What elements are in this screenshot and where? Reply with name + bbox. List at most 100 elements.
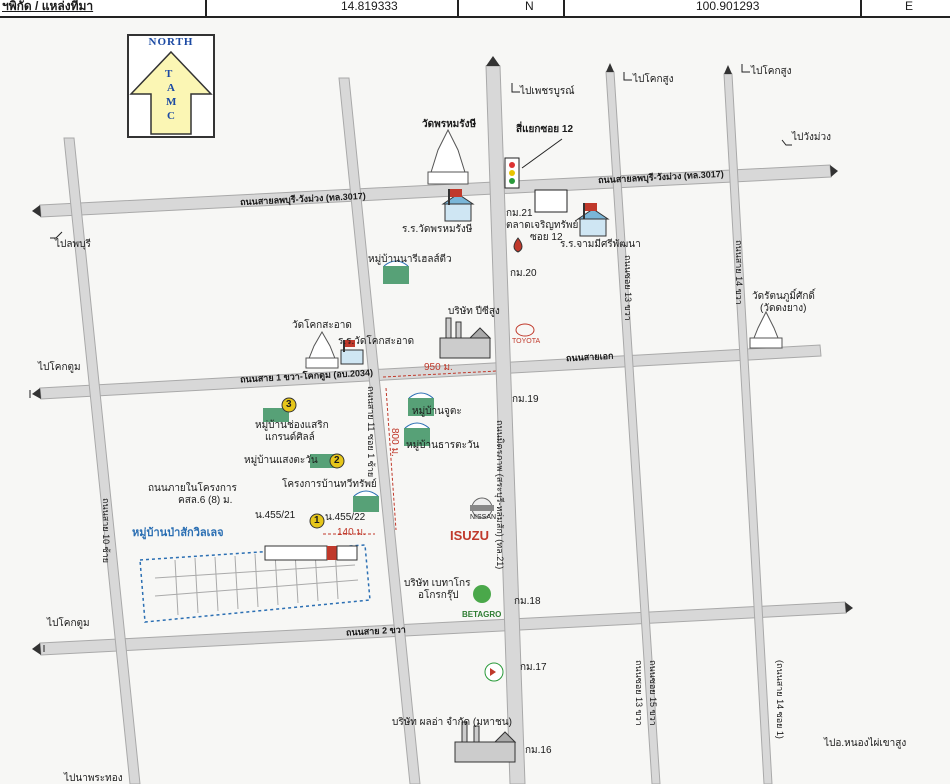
road-sai-2-khwa — [39, 601, 847, 656]
place-label: ร.ร.วัดพรหมรังษี — [402, 224, 473, 235]
leader-wangmuang — [781, 139, 792, 146]
road-label: ถนนซอย 13 ขวา — [634, 660, 644, 726]
location-map — [29, 56, 853, 784]
arrow-up-b — [724, 65, 732, 74]
estate-label: หมู่บ้านป่าสักวิลเลจ — [132, 527, 224, 539]
north-letter: M — [166, 96, 177, 108]
road-label: ถนนสาย 11 ซอย 1 ซ้าย — [366, 386, 376, 478]
plot-label: น.455/22 — [325, 512, 366, 523]
leader-khoksung1 — [623, 72, 632, 81]
village-icon-chong — [263, 408, 289, 422]
header-divider — [860, 0, 862, 16]
gas-station-icon — [513, 237, 523, 253]
marker-number: 1 — [314, 515, 320, 526]
place-label: โครงการบ้านทวีทรัพย์ — [282, 479, 377, 490]
north-label: NORTH — [148, 36, 194, 48]
distance-label: 950 ม. — [424, 362, 453, 373]
road-label: ถนนซอย 13 ขวา — [623, 255, 633, 321]
nissan-logo — [470, 497, 494, 519]
place-label: บริษัท ปีซีสูง — [448, 306, 500, 317]
direction-label: ไปวังม่วง — [792, 132, 831, 143]
direction-label: ไปลพบุรี — [55, 239, 91, 250]
brand-label: TOYOTA — [512, 338, 541, 345]
factory-icon-bottom — [454, 721, 517, 763]
km-marker: กม.19 — [512, 394, 539, 405]
arrow-left-top — [32, 205, 41, 217]
place-label: ร.ร.จามมีศรีพัฒนา — [560, 239, 641, 250]
coordinate-header: ฯพิกัด / แหล่งที่มา 14.819333 N 100.9012… — [0, 0, 950, 18]
traffic-light-icon — [504, 157, 520, 189]
arrow-left-mid — [32, 388, 41, 399]
betagro-logo — [473, 585, 491, 603]
village-icon-tawan — [404, 422, 430, 446]
place-label: ซอย 12 — [530, 232, 563, 243]
direction-label: ไปนาพระทอง — [64, 773, 123, 784]
place-label: หมู่บ้านช่องแสริก — [255, 420, 329, 431]
place-label: วัดโคกสะอาด — [292, 320, 352, 331]
direction-label: ไปโคกตูม — [47, 618, 90, 629]
distance-lines — [323, 370, 498, 535]
north-letter: T — [165, 68, 173, 80]
direction-label: ไปโคกตูม — [38, 362, 81, 373]
north-arrow: NORTH T A M C — [127, 34, 215, 138]
km-marker: กม.16 — [525, 745, 552, 756]
temple-icon-right — [749, 310, 783, 349]
arrow-right-top — [830, 165, 838, 177]
arrow-up-main — [486, 56, 500, 66]
place-label: (วัดดงยาง) — [760, 303, 807, 314]
brand-label: BETAGRO — [462, 610, 502, 619]
place-label: แกรนด์ศิลล์ — [265, 432, 315, 443]
temple-icon-phrom — [427, 128, 469, 185]
arrow-right-bottom — [845, 602, 853, 613]
village-icon-naree — [383, 260, 409, 284]
arrow-left-bottom — [32, 643, 41, 655]
factory-icon-ceesoo — [439, 317, 492, 359]
place-label: วัดพรหมรังษี — [422, 119, 477, 130]
place-label: หมู่บ้านนารีเฮลส์ตีว — [368, 254, 452, 265]
direction-arrows — [32, 56, 853, 655]
latitude-value: 14.819333 — [341, 0, 398, 13]
village-icon-sang — [310, 454, 336, 468]
toyota-logo — [515, 323, 535, 337]
place-label: วัดรัตนภูมิ์ศักดิ์ — [752, 291, 815, 302]
leader-phetchabun — [511, 83, 520, 93]
distance-label: 140 ม. — [337, 527, 366, 538]
north-letter: A — [167, 82, 175, 94]
km-marker: กม.17 — [520, 662, 547, 673]
place-label: คสล.6 (8) ม. — [178, 495, 233, 506]
leader-lopburi — [50, 231, 63, 239]
pt-station-logo — [484, 662, 504, 682]
direction-label: ไปโคกสูง — [751, 66, 792, 77]
temple-icon-khok — [305, 330, 339, 369]
place-label: ตลาดเจริญทรัพย์ — [506, 220, 579, 231]
place-label: ร.ร.วัดโคกสะอาด — [338, 336, 415, 347]
road-label: ถนนสาย 14 ขวา — [734, 240, 744, 305]
marker-number: 2 — [334, 455, 340, 466]
place-label: หมู่บ้านจูตะ — [412, 406, 462, 417]
leader-khoksung2 — [741, 64, 750, 73]
marker-2 — [329, 453, 345, 469]
road-sai-11-soi-1 — [338, 77, 421, 784]
road-label: ถนนสาย 10 ซ้าย — [101, 498, 111, 564]
marker-1 — [309, 513, 325, 529]
road-label: ถนนซอย 15 ขวา — [648, 660, 658, 726]
road-sai-10-sai — [63, 137, 141, 784]
header-divider — [205, 0, 207, 16]
estate-outline — [139, 544, 371, 623]
place-label: ถนนภายในโครงการ — [148, 483, 237, 494]
arrow-up-a — [606, 63, 614, 72]
village-icon-project — [353, 490, 379, 512]
km-marker: กม.18 — [514, 596, 541, 607]
header-divider — [457, 0, 459, 16]
direction-label: ไปอ.หนองไผ่เขาสูง — [824, 738, 907, 749]
leader-traffic — [521, 138, 563, 169]
header-left-label: ฯพิกัด / แหล่งที่มา — [2, 0, 94, 13]
village-icon-jae — [408, 392, 434, 416]
brand-label: ISUZU — [450, 528, 489, 543]
road-label: (ถนนสาย 14 ซอย 1) — [775, 660, 785, 739]
market-box — [534, 189, 568, 213]
longitude-direction: E — [905, 0, 914, 13]
place-label: หมู่บ้านแสงตะวัน — [244, 455, 318, 466]
place-label: สี่แยกซอย 12 — [516, 124, 574, 135]
north-arrow-icon — [129, 50, 213, 135]
